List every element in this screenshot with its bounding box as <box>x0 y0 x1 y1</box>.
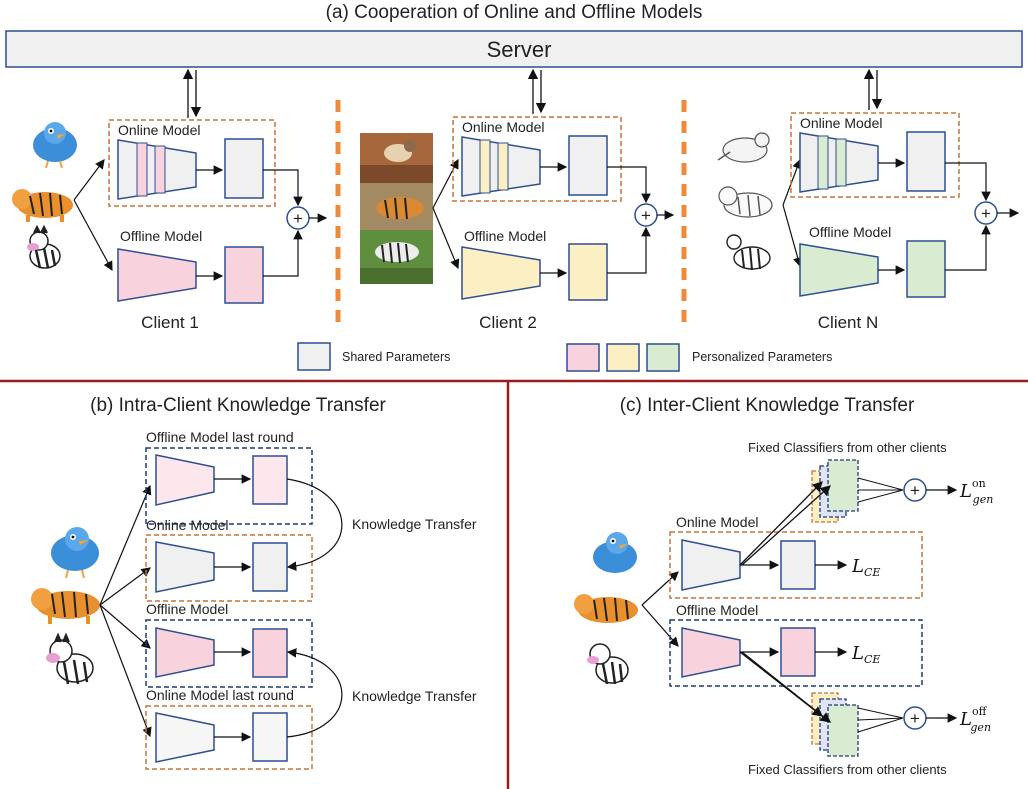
legend-personalized-label: Personalized Parameters <box>692 350 832 364</box>
client-n-offline-encoder <box>799 243 879 297</box>
panel-c-online-label: Online Model <box>676 514 759 530</box>
bird-icon <box>33 122 77 169</box>
client-2-online-box <box>452 116 622 202</box>
panel-c-fixed-classifiers-bottom <box>811 692 859 757</box>
zebra-icon <box>27 224 61 269</box>
panel-c-loss-ce-offline: LCE <box>851 643 880 666</box>
legend-shared-swatch <box>297 342 331 371</box>
tiger-sketch-icon <box>718 186 773 218</box>
panel-c-offline-label: Offline Model <box>676 602 758 618</box>
client-n-offline-classifier <box>906 240 946 298</box>
panel-b-transfer-bottom <box>286 648 343 738</box>
svg-text:+: + <box>293 209 303 228</box>
panel-b-box1-encoder <box>155 454 215 506</box>
client-1-offline-classifier <box>224 246 264 304</box>
legend-yellow-swatch <box>606 343 640 372</box>
panel-b-box2-classifier <box>252 542 288 592</box>
legend: Shared Parameters Personalized Parameter… <box>297 342 832 372</box>
panel-a-title: (a) Cooperation of Online and Offline Mo… <box>326 2 703 23</box>
panel-b-box4 <box>145 705 313 770</box>
client-1-offline-label: Offline Model <box>120 228 202 244</box>
panel-c-online-box <box>669 531 923 599</box>
tiger-icon <box>574 594 638 623</box>
panel-c-offline-encoder <box>681 627 741 678</box>
client-2-online-classifier <box>568 135 608 196</box>
client-n-group: Online Model Offline Model + Client N <box>717 112 1020 332</box>
client-n-online-label: Online Model <box>800 115 883 131</box>
panel-b-box2-encoder <box>155 541 215 593</box>
svg-text:+: + <box>910 709 920 728</box>
panel-b-box3-classifier <box>252 628 288 678</box>
server-label: Server <box>487 37 552 62</box>
bird-icon <box>51 527 99 579</box>
panel-b-box3-encoder <box>155 627 215 678</box>
tiger-icon <box>12 189 73 222</box>
panel-c-fixed-classifiers-top <box>811 459 859 523</box>
panel-b-box4-label: Online Model last round <box>146 687 294 703</box>
svg-text:+: + <box>910 481 920 500</box>
panel-b-box2 <box>145 534 313 602</box>
legend-green-swatch <box>646 343 680 372</box>
zebra-icon <box>46 632 94 685</box>
client-2-offline-encoder <box>461 246 541 300</box>
client-1-online-classifier <box>224 138 264 199</box>
panel-c-offline-classifier <box>780 627 816 677</box>
panel-b-animals <box>31 484 152 738</box>
client-n-online-box <box>790 112 960 198</box>
panel-c-animals <box>574 532 679 685</box>
client-n-online-classifier <box>906 131 946 192</box>
client-2-offline-classifier <box>568 243 608 301</box>
panel-c-loss-ce-online: LCE <box>851 556 880 579</box>
zebra-photo <box>360 230 433 284</box>
client-2-online-label: Online Model <box>462 119 545 135</box>
panel-b-box3-label: Offline Model <box>146 601 228 617</box>
legend-pink-swatch <box>566 343 600 372</box>
server-box <box>5 30 1023 68</box>
panel-b-box1-label: Offline Model last round <box>146 429 294 445</box>
panel-c-offline-box <box>669 619 923 687</box>
client-1-online-box <box>108 119 276 207</box>
panel-c-title: (c) Inter-Client Knowledge Transfer <box>620 395 915 416</box>
client-n-name: Client N <box>818 313 878 332</box>
server-arrows <box>182 68 883 118</box>
panel-b-box1-classifier <box>252 455 288 505</box>
panel-b-box4-encoder <box>155 712 215 763</box>
panel-b-box4-classifier <box>252 712 288 762</box>
panel-c-fixed-bottom-label: Fixed Classifiers from other clients <box>748 762 947 777</box>
panel-c-online-classifier <box>780 540 816 590</box>
client-2-name: Client 2 <box>479 313 537 332</box>
panel-b-box3 <box>145 619 313 688</box>
client-1-group: Online Model Offline Model + Client 1 <box>12 119 328 332</box>
zebra-sketch-icon <box>726 234 771 271</box>
panel-c-fixed-top-label: Fixed Classifiers from other clients <box>748 440 947 455</box>
svg-text:+: + <box>981 204 991 223</box>
legend-shared-label: Shared Parameters <box>342 350 450 364</box>
panel-b-transfer-bottom-label: Knowledge Transfer <box>352 688 477 704</box>
client-n-offline-label: Offline Model <box>809 224 891 240</box>
tiger-icon <box>31 588 100 624</box>
client-1-online-label: Online Model <box>118 122 201 138</box>
tiger-photo <box>360 183 433 230</box>
client-2-group: Online Model Offline Model + Client 2 <box>360 116 675 332</box>
panel-b-box2-label: Online Model <box>146 517 229 533</box>
panel-b-title: (b) Intra-Client Knowledge Transfer <box>90 395 386 416</box>
bird-photo <box>360 133 433 183</box>
svg-text:+: + <box>641 206 651 225</box>
panel-b-transfer-top-label: Knowledge Transfer <box>352 516 477 532</box>
panel-c-online-encoder <box>681 539 741 591</box>
bird-icon <box>593 532 637 573</box>
client-1-name: Client 1 <box>141 313 199 332</box>
zebra-icon <box>587 643 629 685</box>
client-1-offline-encoder <box>117 248 197 302</box>
client-2-offline-label: Offline Model <box>464 228 546 244</box>
panel-b-transfer-top <box>286 478 343 571</box>
bird-sketch-icon <box>717 132 770 163</box>
